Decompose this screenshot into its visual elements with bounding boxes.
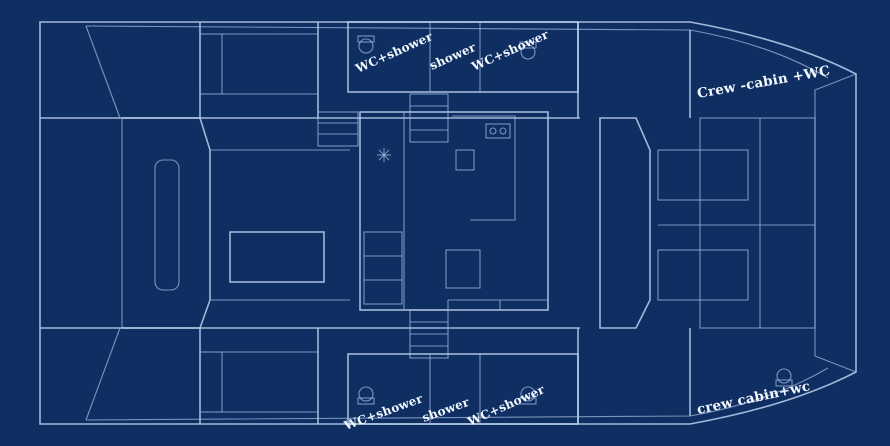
hull-walls <box>40 22 691 424</box>
label-wc-shower-bottom-right: WC+shower <box>465 382 548 429</box>
label-crew-cabin-top: Crew -cabin +WC <box>696 63 831 102</box>
toilet-icon <box>519 386 537 405</box>
saloon-galley <box>359 111 549 311</box>
label-wc-shower-bottom-left: WC+shower <box>341 391 425 433</box>
snowflake-icon <box>377 148 391 162</box>
forward-area <box>599 117 816 329</box>
aft-cabins <box>199 33 319 413</box>
heads-top <box>347 21 579 93</box>
label-shower-bottom: shower <box>420 395 471 425</box>
label-wc-shower-top-right: WC+shower <box>469 27 552 74</box>
label-shower-top: shower <box>428 40 479 73</box>
stove-icon <box>485 123 511 139</box>
toilet-icon <box>357 35 375 54</box>
heads-bottom <box>347 353 579 425</box>
stairs <box>317 93 449 359</box>
hull-outline <box>39 21 857 425</box>
aft-cockpit <box>39 117 350 329</box>
toilet-icon <box>357 386 375 405</box>
toilet-icon <box>775 368 793 387</box>
sink-icon <box>455 149 475 171</box>
toilet-icon <box>519 41 537 60</box>
